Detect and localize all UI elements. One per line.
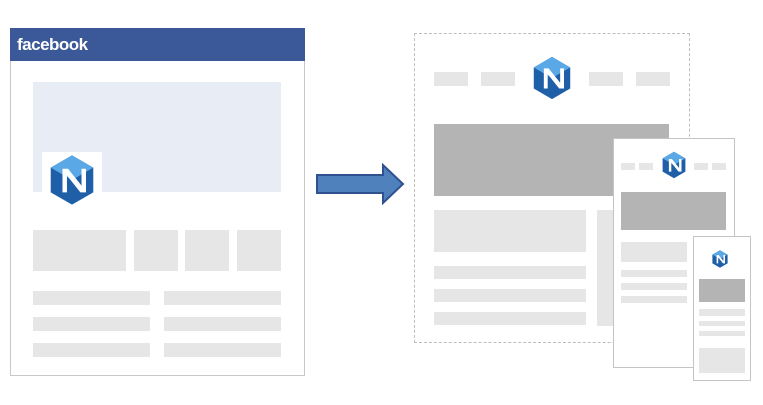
- tablet-hero-block: [621, 192, 726, 230]
- n-hexagon-logo-icon: [662, 151, 686, 179]
- tablet-text-line: [621, 270, 687, 277]
- facebook-content-block: [33, 230, 126, 271]
- tablet-nav-item: [639, 163, 653, 170]
- facebook-content-block: [134, 230, 178, 271]
- n-hexagon-logo-icon: [712, 250, 728, 268]
- facebook-text-line: [164, 343, 281, 357]
- tablet-nav-item: [694, 163, 708, 170]
- facebook-brand-text: facebook: [17, 35, 88, 54]
- arrow-right-icon: [316, 163, 405, 205]
- desktop-nav-item: [636, 72, 670, 86]
- facebook-text-line: [164, 291, 281, 305]
- facebook-header-bar: [10, 28, 305, 61]
- tablet-logo: [659, 150, 689, 180]
- mobile-hero-block: [699, 279, 745, 302]
- desktop-nav-item: [481, 72, 515, 86]
- right-arrow: [315, 163, 405, 205]
- mobile-content-block: [699, 348, 745, 373]
- tablet-nav-item: [621, 163, 635, 170]
- mobile-text-line: [699, 331, 745, 336]
- desktop-nav-item: [589, 72, 623, 86]
- tablet-text-line: [621, 296, 687, 303]
- desktop-content-block: [434, 210, 586, 252]
- tablet-text-line: [621, 283, 687, 290]
- tablet-nav-item: [712, 163, 726, 170]
- desktop-text-line: [434, 266, 586, 279]
- facebook-content-block: [237, 230, 281, 271]
- facebook-text-line: [33, 291, 150, 305]
- facebook-content-block: [185, 230, 229, 271]
- tablet-content-block: [621, 242, 687, 262]
- desktop-logo: [527, 54, 577, 102]
- desktop-text-line: [434, 289, 586, 302]
- facebook-text-line: [33, 317, 150, 331]
- facebook-profile-logo: [42, 152, 102, 208]
- desktop-text-line: [434, 312, 586, 325]
- facebook-text-line: [33, 343, 150, 357]
- mobile-logo: [710, 249, 730, 269]
- mobile-text-line: [699, 309, 745, 316]
- n-hexagon-logo-icon: [50, 155, 94, 205]
- desktop-nav-item: [434, 72, 468, 86]
- n-hexagon-logo-icon: [533, 56, 571, 100]
- mobile-text-line: [699, 321, 745, 326]
- facebook-text-line: [164, 317, 281, 331]
